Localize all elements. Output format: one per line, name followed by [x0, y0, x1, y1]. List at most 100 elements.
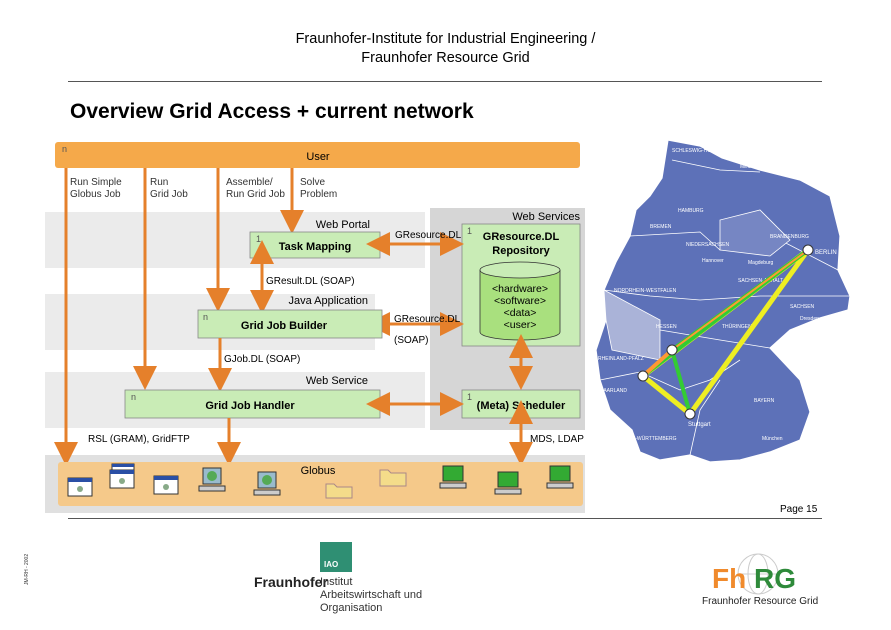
region-label: RHEINLAND-PFALZ [598, 356, 644, 362]
action-label: Run [150, 177, 168, 188]
region-label: HAMBURG [678, 208, 704, 214]
window-icon [153, 475, 179, 495]
region-label: SAARLAND [600, 388, 627, 394]
action-label: Run Grid Job [226, 189, 285, 200]
computer-icon [439, 465, 467, 489]
side-id: JM-RH - 2002 [24, 553, 30, 585]
action-label: Problem [300, 189, 337, 200]
user-bar-label: User [306, 151, 330, 163]
web-services-label: Web Services [512, 211, 580, 223]
svg-text:RG: RG [754, 563, 796, 594]
web-portal-label: Web Portal [316, 219, 370, 231]
db-item: <hardware> [492, 283, 548, 295]
web-service-label: Web Service [306, 375, 368, 387]
user-bar [55, 142, 580, 168]
institute-line: Organisation [320, 602, 383, 614]
slide-title: Overview Grid Access + current network [70, 100, 474, 123]
germany-outline [595, 139, 851, 463]
footer-rule [68, 518, 822, 519]
gresource-label-1: GResource.DL [395, 230, 462, 241]
grid-access-diagram: n User Run Simple Globus Job Run Grid Jo… [45, 142, 585, 513]
network-computer-icon [198, 467, 226, 492]
institute-line: Institut [320, 576, 353, 588]
globus-label: Globus [301, 465, 336, 477]
region-label: Hannover [702, 258, 724, 264]
institute-line: Arbeitswirtschaft und [320, 589, 423, 601]
header-line-2: Fraunhofer Resource Grid [361, 50, 530, 66]
folder-icon [325, 483, 353, 499]
rsl-label: RSL (GRAM), GridFTP [88, 434, 190, 445]
region-label: SCHLESWIG-HOLSTEIN [672, 148, 729, 154]
region-label: München [762, 436, 783, 442]
repository-corner: 1 [467, 226, 472, 236]
iao-text: IAO [324, 560, 339, 569]
builder-label: Grid Job Builder [241, 320, 328, 332]
action-label: Assemble/ [226, 177, 273, 188]
region-label: NIEDERSACHSEN [686, 242, 729, 248]
region-label: Magdeburg [748, 260, 774, 266]
db-item: <software> [494, 295, 546, 307]
database-top [479, 261, 561, 279]
node-stuttgart [684, 408, 696, 420]
window-icon [67, 477, 93, 497]
node-berlin [802, 244, 814, 256]
soap-label: (SOAP) [394, 335, 428, 346]
germany-network-map: SCHLESWIG-HOLSTEIN MECKLENBURG-VORPOMMER… [595, 139, 851, 463]
task-mapping-label: Task Mapping [279, 241, 352, 253]
fraunhofer-word: Fraunhofer [254, 574, 328, 590]
region-label: MECKLENBURG-VORPOMMERN [740, 164, 818, 170]
region-label: BADEN-WÜRTTEMBERG [618, 435, 677, 442]
region-label: THÜRINGEN [722, 323, 752, 330]
city-label-berlin: BERLIN [815, 250, 837, 256]
grid-job-handler-box [124, 389, 381, 419]
region-label: HESSEN [656, 324, 677, 330]
fhrg-globe-icon: Fh RG [712, 553, 796, 595]
computer-icon [546, 465, 574, 489]
city-label-stuttgart: Stuttgart [688, 422, 711, 428]
db-item: <user> [504, 319, 537, 331]
fhrg-logo: Fh RG Fraunhofer Resource Grid [700, 552, 820, 612]
computer-icon [494, 471, 522, 495]
page-number: Page 15 [780, 504, 818, 515]
repository-title-2: Repository [492, 245, 550, 257]
mds-label: MDS, LDAP [530, 434, 584, 445]
region-label: NORDRHEIN-WESTFALEN [614, 288, 677, 294]
region-label: SACHSEN-ANHALT [738, 278, 783, 284]
user-bar-corner: n [62, 144, 67, 154]
handler-label: Grid Job Handler [205, 400, 295, 412]
action-label: Globus Job [70, 189, 121, 200]
region-label: Dresden [800, 316, 819, 322]
header-line-1: Fraunhofer-Institute for Industrial Engi… [295, 31, 596, 47]
region-label: BAYERN [754, 398, 775, 404]
node-kaiserslautern [637, 370, 649, 382]
db-item: <data> [504, 307, 537, 319]
region-label: BREMEN [650, 224, 672, 230]
network-link-orange [671, 249, 809, 351]
java-app-label: Java Application [289, 295, 369, 307]
repository-title: GResource.DL [483, 231, 560, 243]
handler-corner: n [131, 392, 136, 402]
gresult-label: GResult.DL (SOAP) [266, 276, 355, 287]
network-link-green [670, 349, 692, 415]
header-rule [68, 81, 822, 82]
iao-logo-mark [320, 542, 352, 572]
folder-icon [379, 469, 407, 487]
scheduler-corner: 1 [467, 392, 472, 402]
action-label: Grid Job [150, 189, 188, 200]
svg-text:Fh: Fh [712, 563, 746, 594]
network-computer-icon [253, 471, 281, 496]
gjob-label: GJob.DL (SOAP) [224, 354, 300, 365]
gresource-label-2: GResource.DL [394, 314, 461, 325]
action-label: Solve [300, 177, 325, 188]
node-hessen [666, 344, 678, 356]
scheduler-label: (Meta) Scheduler [477, 400, 566, 412]
institute-name: Institut Arbeitswirtschaft und Organisat… [320, 576, 422, 615]
builder-corner: n [203, 312, 208, 322]
page-header: Fraunhofer-Institute for Industrial Engi… [0, 30, 891, 68]
region-label: BRANDENBURG [770, 234, 809, 240]
task-mapping-corner: 1 [256, 234, 261, 244]
region-label: SACHSEN [790, 304, 815, 310]
action-label: Run Simple [70, 177, 122, 188]
fraunhofer-iao-logo: IAO Fraunhofer Institut Arbeitswirtschaf… [254, 540, 424, 620]
network-link-orange [641, 348, 674, 378]
